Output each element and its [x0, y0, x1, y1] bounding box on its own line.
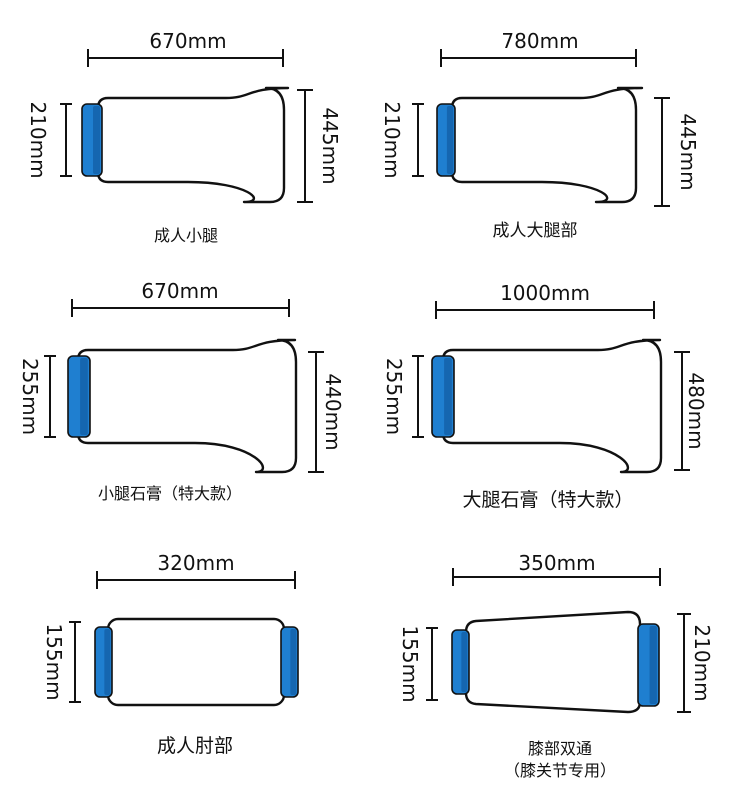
panel-adult-thigh: 780mm 210mm 445mm 成人大腿部	[380, 29, 700, 241]
caption: 大腿石膏（特大款）	[462, 488, 633, 511]
panel-adult-elbow: 320mm 155mm 成人肘部	[42, 551, 299, 757]
left-height-label: 155mm	[42, 623, 66, 700]
caption-line-2: （膝关节专用）	[504, 761, 616, 780]
right-height-label: 440mm	[321, 373, 345, 450]
panel-thigh-cast-xl: 1000mm 255mm 480mm 大腿石膏（特大款）	[382, 281, 708, 511]
width-label: 320mm	[157, 551, 234, 575]
right-height-label: 445mm	[318, 107, 342, 184]
panel-knee-double: 350mm 155mm 210mm 膝部双通 （膝关节专用）	[398, 551, 714, 780]
width-label: 670mm	[141, 279, 218, 303]
cuff-inner-band	[104, 629, 111, 695]
width-label: 1000mm	[500, 281, 590, 305]
cuff-inner-band	[446, 106, 454, 174]
width-label: 350mm	[518, 551, 595, 575]
width-label: 780mm	[501, 29, 578, 53]
caption: 成人小腿	[154, 226, 218, 245]
cast-body-outline	[96, 86, 290, 204]
left-height-label: 255mm	[382, 358, 406, 435]
left-height-label: 210mm	[26, 101, 50, 178]
cuff-inner-band	[649, 626, 657, 704]
left-height-label: 255mm	[18, 358, 42, 435]
right-height-label: 480mm	[684, 372, 708, 449]
cast-body-outline	[76, 338, 298, 474]
caption: 小腿石膏（特大款）	[98, 484, 242, 503]
cuff-inner-band	[461, 632, 468, 692]
cast-body-outline	[441, 338, 663, 474]
left-height-label: 155mm	[398, 625, 422, 702]
cuff-inner-band	[444, 358, 452, 435]
panel-calf-cast-xl: 670mm 255mm 440mm 小腿石膏（特大款）	[18, 279, 345, 503]
left-height-label: 210mm	[380, 101, 404, 178]
cast-body-outline	[464, 610, 642, 714]
panel-adult-calf: 670mm 210mm 445mm 成人小腿	[26, 29, 342, 245]
right-height-label: 445mm	[676, 113, 700, 190]
cuff-inner-band	[80, 358, 88, 435]
caption-line-1: 膝部双通	[528, 739, 592, 758]
cuff-inner-band	[93, 106, 100, 174]
caption: 成人大腿部	[493, 221, 578, 241]
cuff-inner-band	[290, 629, 297, 695]
width-label: 670mm	[149, 29, 226, 53]
right-height-label: 210mm	[690, 624, 714, 701]
cast-body-outline	[450, 86, 644, 204]
cast-body-outline	[106, 617, 286, 707]
caption: 成人肘部	[157, 735, 233, 757]
